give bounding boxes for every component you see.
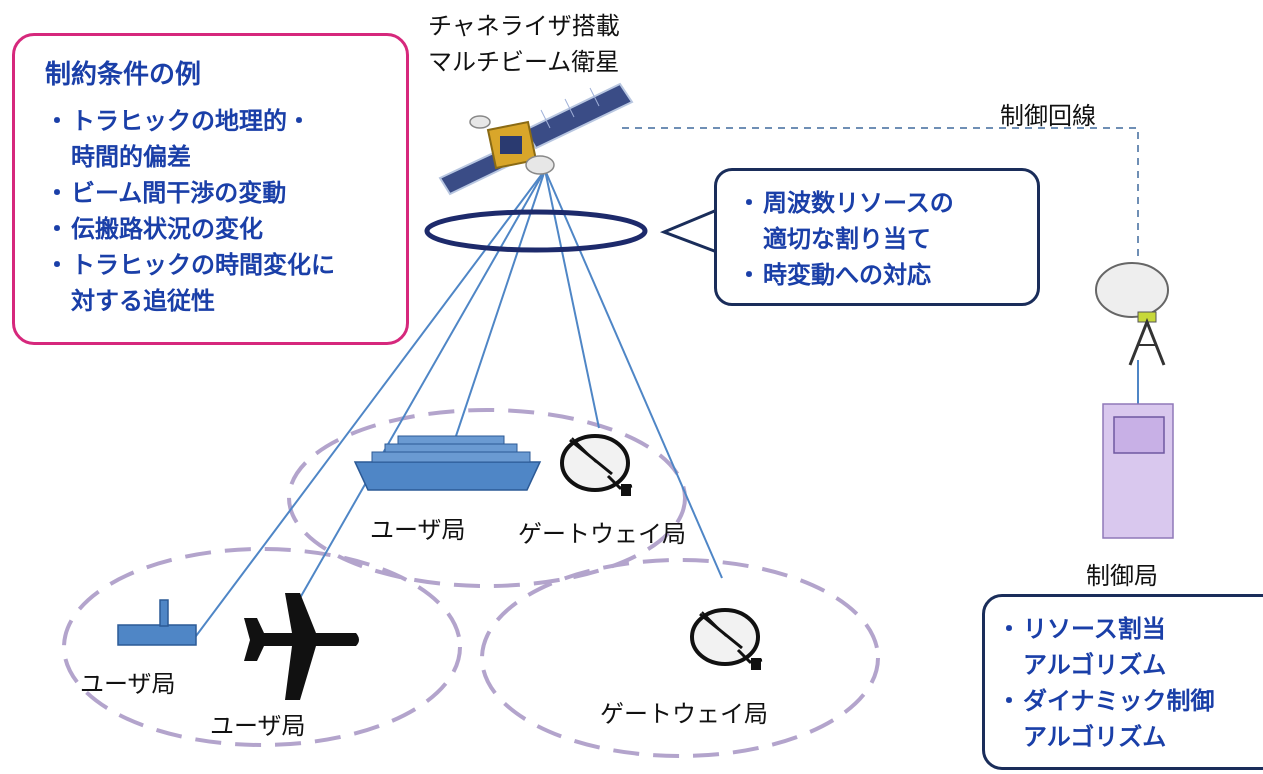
beam-ring [424, 209, 648, 253]
satellite-label: チャネライザ搭載 マルチビーム衛星 [428, 12, 620, 76]
constraints-title: 制約条件の例 [45, 60, 202, 90]
algorithm-item: ・リソース割当アルゴリズム [997, 615, 1167, 679]
constraint-item: ・ビーム間干渉の変動 [45, 179, 287, 207]
gateway-station-bottom-label: ゲートウェイ局 [600, 700, 768, 728]
callout-item: ・時変動への対応 [737, 261, 931, 289]
constraint-item: ・トラヒックの地理的・時間的偏差 [45, 107, 311, 171]
user-station-plane-label: ユーザ局 [210, 712, 306, 740]
frequency-callout: ・周波数リソースの適切な割り当て ・時変動への対応 [714, 168, 1040, 306]
callout-item: ・周波数リソースの適切な割り当て [737, 189, 954, 253]
control-link-label: 制御回線 [1000, 102, 1096, 130]
airplane-icon [244, 593, 359, 700]
beam-cell-top [287, 408, 687, 588]
user-terminal-icon [117, 599, 197, 646]
constraints-box: 制約条件の例 ・トラヒックの地理的・時間的偏差 ・ビーム間干渉の変動 ・伝搬路状… [12, 33, 409, 345]
user-station-ship-label: ユーザ局 [370, 516, 466, 544]
user-station-terminal-label: ユーザ局 [80, 670, 176, 698]
ship-icon [353, 435, 542, 491]
constraint-item: ・伝搬路状況の変化 [45, 215, 263, 243]
control-antenna-icon [1095, 262, 1169, 366]
gateway-dish-icon-bottom [690, 608, 763, 670]
algorithm-item: ・ダイナミック制御アルゴリズム [997, 687, 1215, 751]
gateway-dish-icon-top [560, 434, 633, 496]
gateway-station-top-label: ゲートウェイ局 [518, 520, 686, 548]
beam-cell-right [480, 558, 880, 758]
control-algorithm-box: ・リソース割当アルゴリズム ・ダイナミック制御アルゴリズム [982, 594, 1263, 770]
callout-tail [659, 208, 718, 254]
control-station-icon [1102, 403, 1174, 539]
beam-cell-left [62, 547, 462, 747]
control-link [622, 127, 1139, 262]
constraint-item: ・トラヒックの時間変化に対する追従性 [45, 251, 335, 315]
control-station-label: 制御局 [1086, 562, 1158, 590]
satellite-icon [438, 82, 634, 196]
